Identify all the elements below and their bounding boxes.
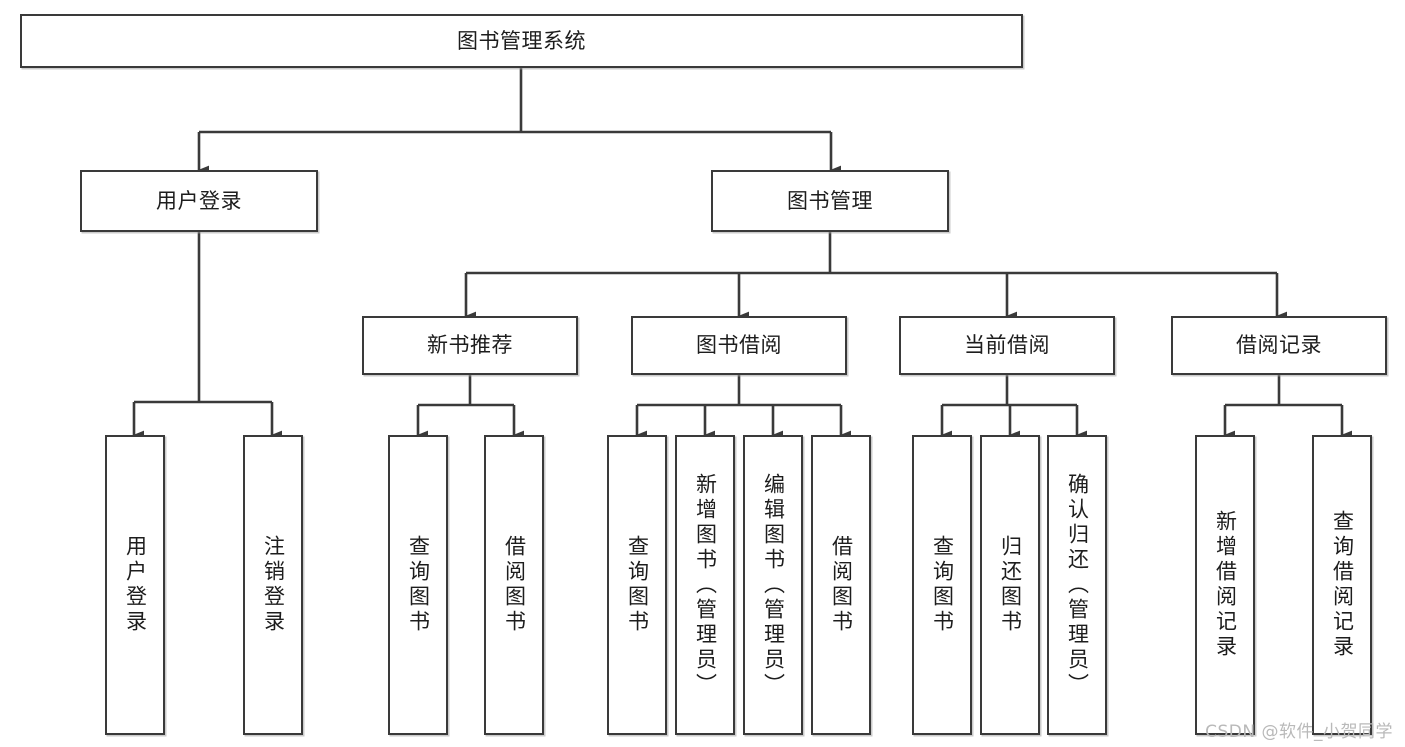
node-user-login[interactable]: 用户登录 [80,170,318,232]
node-leaf-query-book-1[interactable]: 查询图书 [388,435,448,735]
node-leaf-query-book-3[interactable]: 查询图书 [912,435,972,735]
node-leaf-query-book-3-label: 查询图书 [930,535,955,635]
node-leaf-query-book-2[interactable]: 查询图书 [607,435,667,735]
node-book-manage-label: 图书管理 [787,188,873,213]
node-leaf-borrow-book-2-label: 借阅图书 [829,535,854,635]
node-leaf-logout-label: 注销登录 [261,535,286,635]
node-leaf-add-book-label: 新增图书（管理员） [693,472,718,698]
node-leaf-user-login-label: 用户登录 [123,535,148,635]
node-user-login-label: 用户登录 [156,188,242,213]
node-leaf-add-book[interactable]: 新增图书（管理员） [675,435,735,735]
node-book-borrow-label: 图书借阅 [696,333,782,358]
node-root-label: 图书管理系统 [457,28,586,53]
node-leaf-logout[interactable]: 注销登录 [243,435,303,735]
node-leaf-query-book-1-label: 查询图书 [406,535,431,635]
node-borrow-record-label: 借阅记录 [1236,333,1322,358]
node-leaf-add-borrow-record[interactable]: 新增借阅记录 [1195,435,1255,735]
watermark-text: CSDN @软件_小贺同学 [1205,722,1393,742]
node-leaf-query-borrow-record-label: 查询借阅记录 [1330,510,1355,660]
node-leaf-query-book-2-label: 查询图书 [625,535,650,635]
node-root[interactable]: 图书管理系统 [20,14,1023,68]
node-book-manage[interactable]: 图书管理 [711,170,949,232]
node-current-borrow-label: 当前借阅 [964,333,1050,358]
node-leaf-query-borrow-record[interactable]: 查询借阅记录 [1312,435,1372,735]
node-leaf-return-book-label: 归还图书 [998,535,1023,635]
node-leaf-user-login[interactable]: 用户登录 [105,435,165,735]
node-leaf-return-book[interactable]: 归还图书 [980,435,1040,735]
node-current-borrow[interactable]: 当前借阅 [899,316,1115,375]
node-leaf-confirm-return-label: 确认归还（管理员） [1065,472,1090,698]
node-new-book-recommend[interactable]: 新书推荐 [362,316,578,375]
node-leaf-borrow-book-1[interactable]: 借阅图书 [484,435,544,735]
node-leaf-edit-book[interactable]: 编辑图书（管理员） [743,435,803,735]
node-new-book-recommend-label: 新书推荐 [427,333,513,358]
node-leaf-borrow-book-1-label: 借阅图书 [502,535,527,635]
node-leaf-confirm-return[interactable]: 确认归还（管理员） [1047,435,1107,735]
node-leaf-add-borrow-record-label: 新增借阅记录 [1213,510,1238,660]
node-leaf-edit-book-label: 编辑图书（管理员） [761,472,786,698]
node-leaf-borrow-book-2[interactable]: 借阅图书 [811,435,871,735]
node-book-borrow[interactable]: 图书借阅 [631,316,847,375]
node-borrow-record[interactable]: 借阅记录 [1171,316,1387,375]
